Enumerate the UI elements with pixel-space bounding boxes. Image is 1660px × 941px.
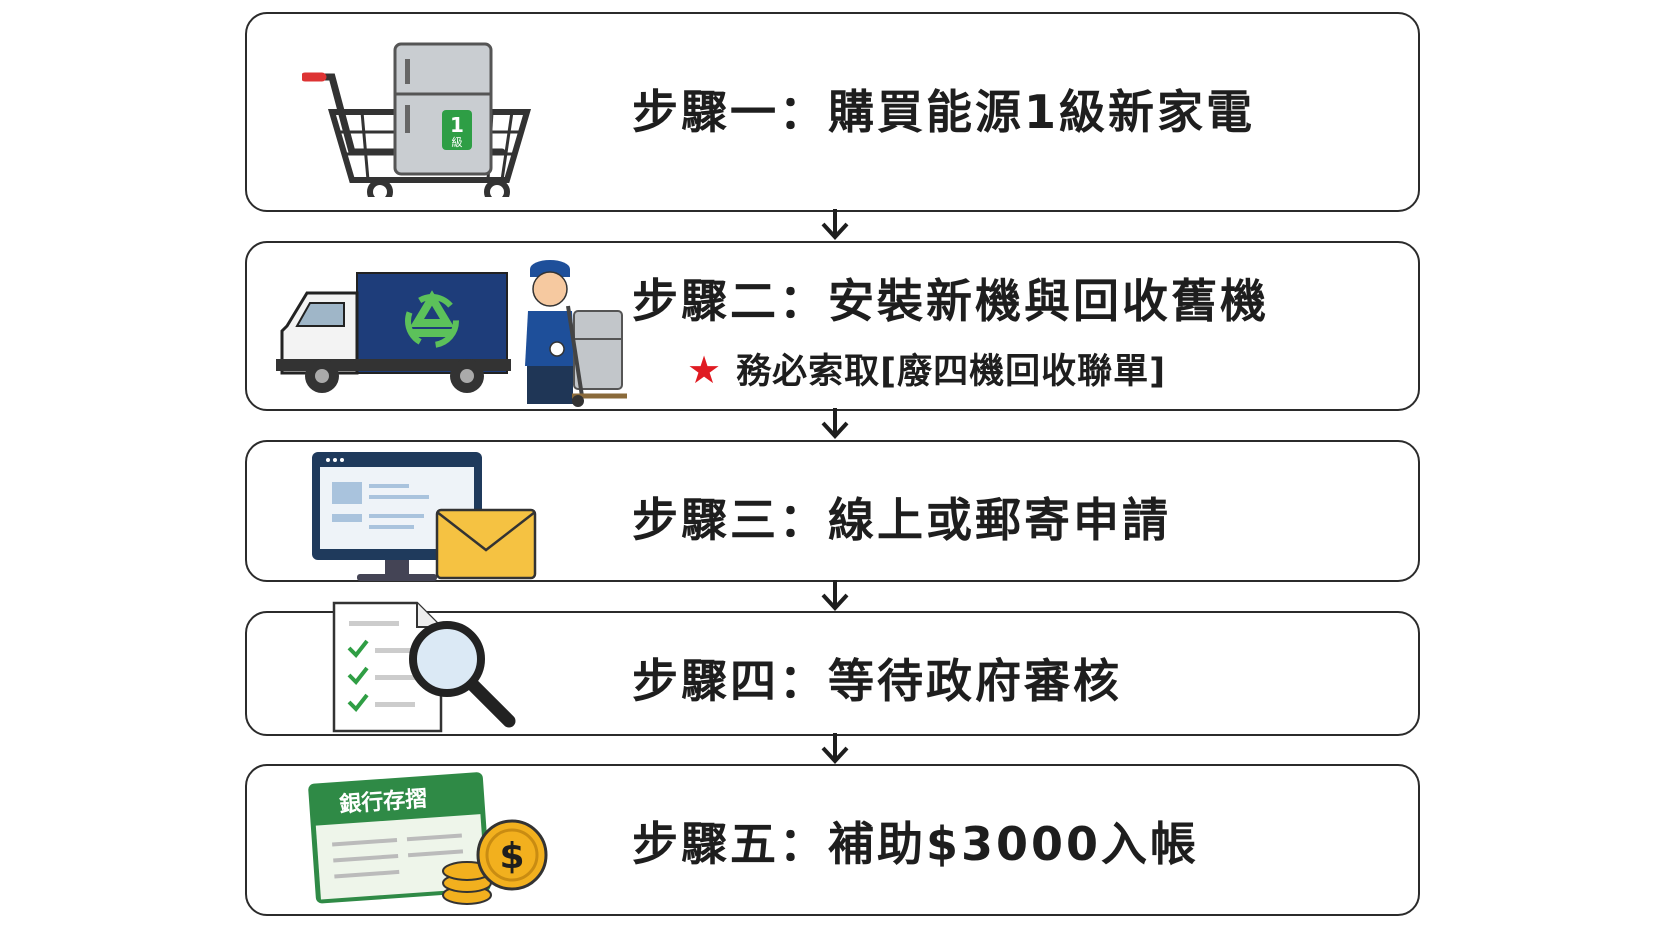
step-3-title: 步驟三：線上或郵寄申請 [632,493,1171,547]
step-2-box: 步驟二：安裝新機與回收舊機 ★ 務必索取[廢四機回收聯單] [245,241,1420,411]
arrow-down-2 [821,408,849,439]
arrow-down-3 [821,580,849,611]
step-1-box: 1 級 步驟一：購買能源1級新家電 [245,12,1420,212]
bankbook-coins-icon: 銀行存摺 $ [308,772,548,905]
energy-badge-level: 級 [452,136,463,149]
step-2-note-text: 務必索取[廢四機回收聯單] [736,352,1167,392]
recycling-truck-worker-icon [276,260,627,407]
computer-envelope-icon [312,452,537,581]
dollar-sign-text: $ [499,836,524,877]
bankbook-label: 銀行存摺 [339,786,429,818]
step-5-box: 銀行存摺 $ 步驟五：補助$3000入帳 [245,764,1420,916]
arrow-down-4 [821,733,849,764]
step-2-note: ★ 務必索取[廢四機回收聯單] [687,343,1166,394]
step-5-title: 步驟五：補助$3000入帳 [632,817,1200,871]
document-magnifier-icon [332,601,516,733]
arrow-down-1 [821,209,849,240]
energy-badge-number: 1 [450,113,464,137]
step-1-title: 步驟一：購買能源1級新家電 [632,85,1256,139]
step-4-box: 步驟四：等待政府審核 [245,601,1420,736]
shopping-cart-fridge-icon: 1 級 [302,42,532,197]
star-icon: ★ [687,348,723,392]
step-3-box: 步驟三：線上或郵寄申請 [245,440,1420,582]
step-2-title: 步驟二：安裝新機與回收舊機 [632,274,1269,328]
step-4-title: 步驟四：等待政府審核 [632,654,1122,708]
